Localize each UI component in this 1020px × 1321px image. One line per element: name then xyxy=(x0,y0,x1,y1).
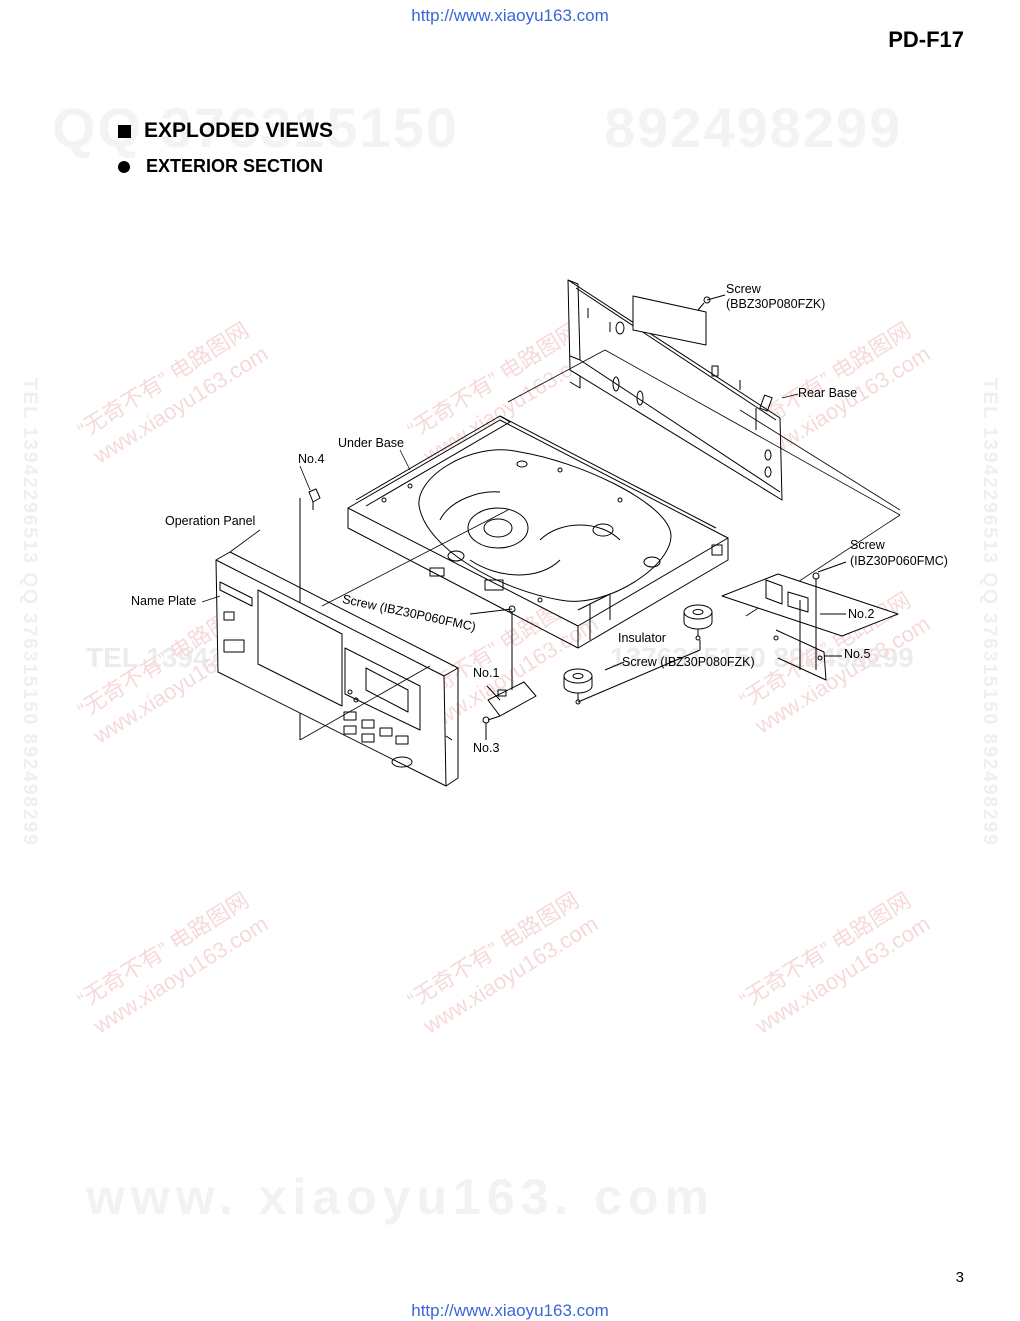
bottom-url-link[interactable]: http://www.xiaoyu163.com xyxy=(411,1301,609,1320)
operation-panel-part xyxy=(215,551,459,787)
leader-lines xyxy=(201,393,799,603)
label-insulator: Insulator xyxy=(618,631,666,645)
label-screw-right: Screw xyxy=(850,538,885,552)
label-screw-top-code: (BBZ30P080FZK) xyxy=(726,297,826,311)
no1-part xyxy=(469,605,537,740)
rear-base-part xyxy=(567,279,783,501)
watermark-bottom: www. xiaoyu163. com xyxy=(86,1169,716,1225)
section-title: EXPLODED VIEWS xyxy=(118,119,333,143)
label-screw-insulator: Screw (IBZ30P080FZK) xyxy=(622,655,755,669)
label-under-base: Under Base xyxy=(338,436,405,450)
square-bullet-icon xyxy=(118,124,131,138)
label-no3: No.3 xyxy=(473,741,500,755)
under-base-part xyxy=(347,415,729,649)
right-board-part xyxy=(721,561,899,681)
watermark-tel-right: 1376315150 892498299 xyxy=(610,642,914,673)
insulator-part xyxy=(563,604,713,705)
label-no1: No.1 xyxy=(473,666,500,680)
subsection-title: EXTERIOR SECTION xyxy=(118,156,323,177)
label-screw-right-code: (IBZ30P060FMC) xyxy=(850,554,948,568)
model-number: PD-F17 xyxy=(888,27,964,52)
round-bullet-icon xyxy=(118,160,130,173)
label-rear-base: Rear Base xyxy=(798,386,858,400)
label-screw-top: Screw xyxy=(726,282,761,296)
top-url-link[interactable]: http://www.xiaoyu163.com xyxy=(411,6,609,25)
screw-top-part xyxy=(697,294,726,311)
page-number: 3 xyxy=(955,1269,964,1286)
subsection-title-text: EXTERIOR SECTION xyxy=(146,156,324,176)
label-name-plate: Name Plate xyxy=(131,594,197,608)
label-no2: No.2 xyxy=(848,607,875,621)
section-title-text: EXPLODED VIEWS xyxy=(144,119,334,142)
label-no4: No.4 xyxy=(298,452,325,466)
label-operation-panel: Operation Panel xyxy=(165,514,256,528)
watermark-qq-right: 892498299 xyxy=(604,96,903,159)
label-no5: No.5 xyxy=(844,647,871,661)
